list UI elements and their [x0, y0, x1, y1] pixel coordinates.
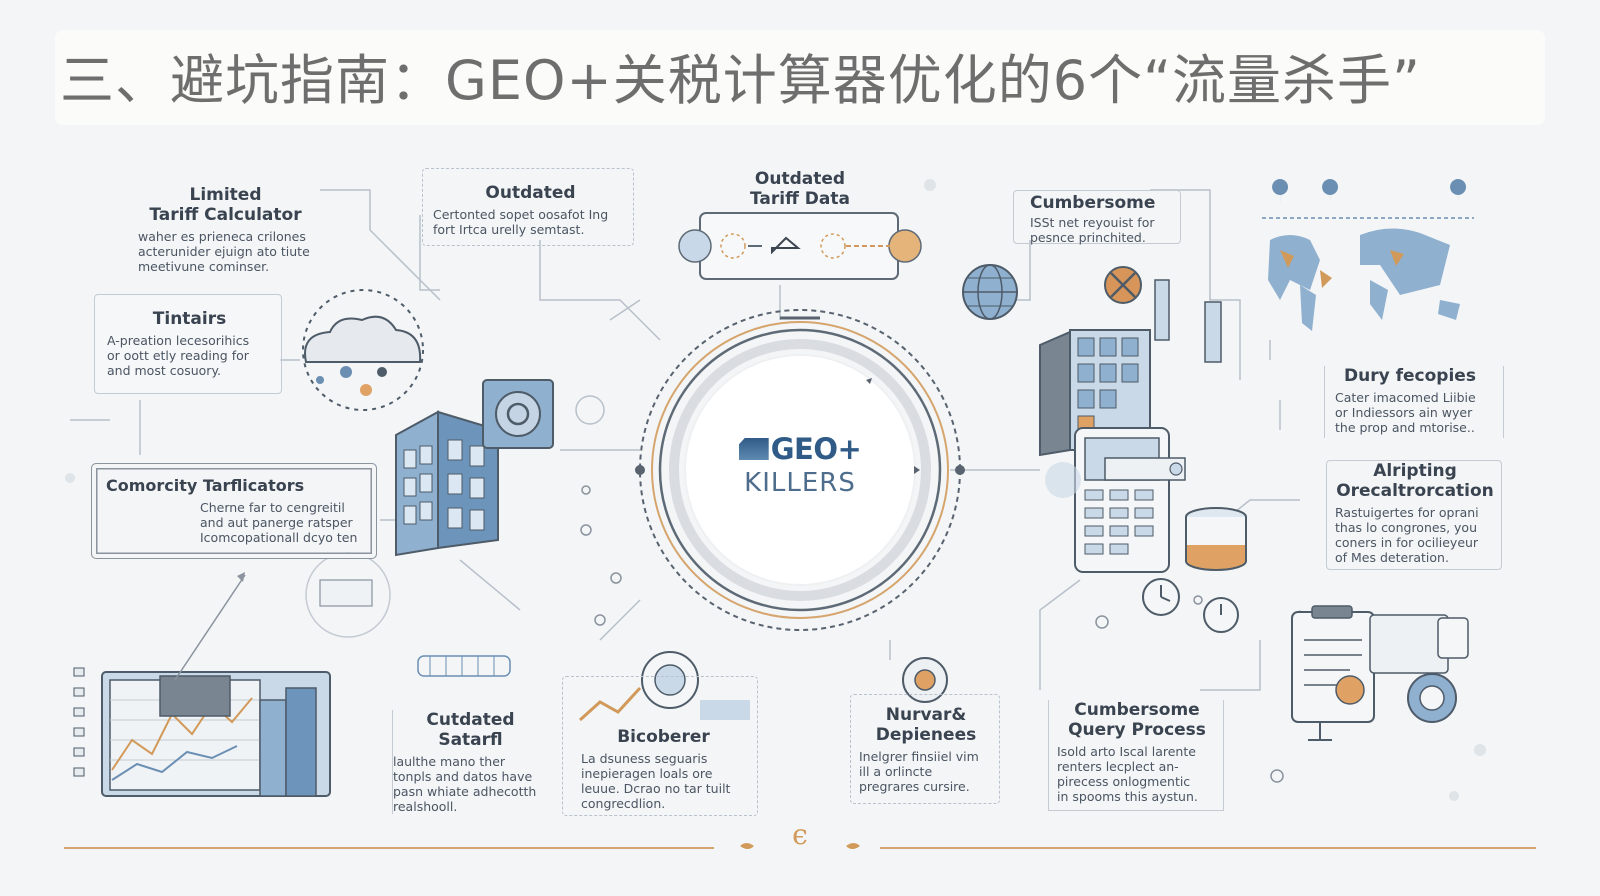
cloud-icon: [302, 289, 424, 411]
database-icon: [1185, 507, 1247, 571]
outdated-tariff-pill: [678, 212, 922, 280]
title-band: [55, 30, 1545, 125]
background-decoration: [65, 179, 1486, 801]
center-title: GEO+: [770, 432, 862, 466]
card-nurvar-depienees: Nurvar& Depienees Inelgrer finsiiel vim …: [850, 694, 1000, 804]
center-label: GEO+ KILLERS: [700, 432, 900, 498]
card-body: ISSt net reyouist for pesnce princhited.: [1030, 215, 1155, 245]
footer-divider: [64, 843, 1536, 849]
card-cumbersome: Cumbersome ISSt net reyouist for pesnce …: [1013, 190, 1181, 245]
card-cutdated-satarfl: Cutdated Satarfl laulthe mano ther tonpl…: [392, 710, 560, 814]
card-title: Alripting Orecaltrorcation: [1336, 461, 1494, 501]
card-title: Outdated Tariff Data: [750, 169, 850, 209]
center-logo: GEO+: [700, 432, 900, 466]
card-tintairs: Tintairs A-preation lecesorihics or oott…: [94, 294, 282, 394]
building-icon-left: [395, 379, 605, 557]
geo-logo-icon: [738, 438, 769, 460]
card-dury-fecopies: Dury fecopies Cater imacomed Liibie or I…: [1324, 366, 1504, 438]
connector-dots: [580, 485, 1284, 783]
card-limited-tariff-calculator: Limited Tariff Calculator waher es prien…: [138, 185, 398, 274]
card-title: Nurvar& Depienees: [875, 705, 977, 745]
globe-icon: [962, 264, 1018, 320]
card-bicoberer: Bicoberer La dsuness seguaris inepierage…: [562, 676, 758, 816]
gear-dome-icon: [902, 657, 948, 703]
no-tool-icon: [1104, 266, 1142, 304]
calculator-document-icon: [1045, 427, 1186, 573]
card-cumbersome-query-process: Cumbersome Query Process Isold arto Isca…: [1048, 700, 1224, 811]
card-outdated: Outdated Certonted sopet oosafot Ing for…: [422, 168, 634, 246]
card-outdated-tariff-data: Outdated Tariff Data: [730, 169, 870, 209]
card-title: Cumbersome: [1030, 193, 1156, 213]
card-alripting-orecaltrorcation: Alripting Orecaltrorcation Rastuigertes …: [1326, 460, 1502, 570]
page-title: 三、避坑指南：GEO+关税计算器优化的6个“流量杀手”: [60, 49, 1422, 112]
card-body: waher es prieneca crilones acterunider e…: [138, 229, 310, 274]
clipboard-worker-icon: [1291, 605, 1469, 741]
card-title: Dury fecopies: [1344, 366, 1476, 386]
card-body: Cherne far to cengreitil and aut panerge…: [200, 500, 358, 545]
center-ring: [635, 309, 965, 631]
card-body: A-preation lecesorihics or oott etly rea…: [107, 333, 250, 378]
center-subtitle: KILLERS: [744, 468, 856, 498]
card-body: Isold arto Iscal larente renters lecplec…: [1057, 744, 1198, 804]
card-title: Outdated: [485, 183, 576, 203]
card-body: laulthe mano ther tonpls and datos have …: [393, 754, 537, 814]
card-title: Bicoberer: [617, 727, 710, 747]
bicoberer-icon: [578, 651, 750, 722]
chart-buildings-illustration: [73, 552, 391, 797]
footer-ornament: ϵ: [792, 818, 808, 851]
card-title: Comorcity Tarflicators: [106, 476, 305, 495]
card-body: Rastuigertes for oprani thas lo congrone…: [1335, 505, 1479, 565]
ruler-icon: [417, 655, 511, 677]
card-body: Inelgrer finsiiel vim ill a orlincte pre…: [859, 749, 979, 794]
world-map-icon: [1262, 179, 1474, 331]
card-title: Cumbersome Query Process: [1068, 700, 1206, 740]
clock-icon: [1142, 578, 1239, 633]
card-title: Cutdated Satarfl: [426, 710, 515, 750]
card-body: Cater imacomed Liibie or Indiessors ain …: [1335, 390, 1476, 435]
card-title: Tintairs: [152, 309, 227, 329]
card-title: Limited Tariff Calculator: [149, 185, 302, 225]
card-body: La dsuness seguaris inepieragen loals or…: [581, 751, 731, 811]
card-body: Certonted sopet oosafot Ing fort Irtca u…: [433, 207, 609, 237]
card-comorcity-tarflicators: Comorcity Tarflicators Cherne far to cen…: [91, 463, 377, 559]
